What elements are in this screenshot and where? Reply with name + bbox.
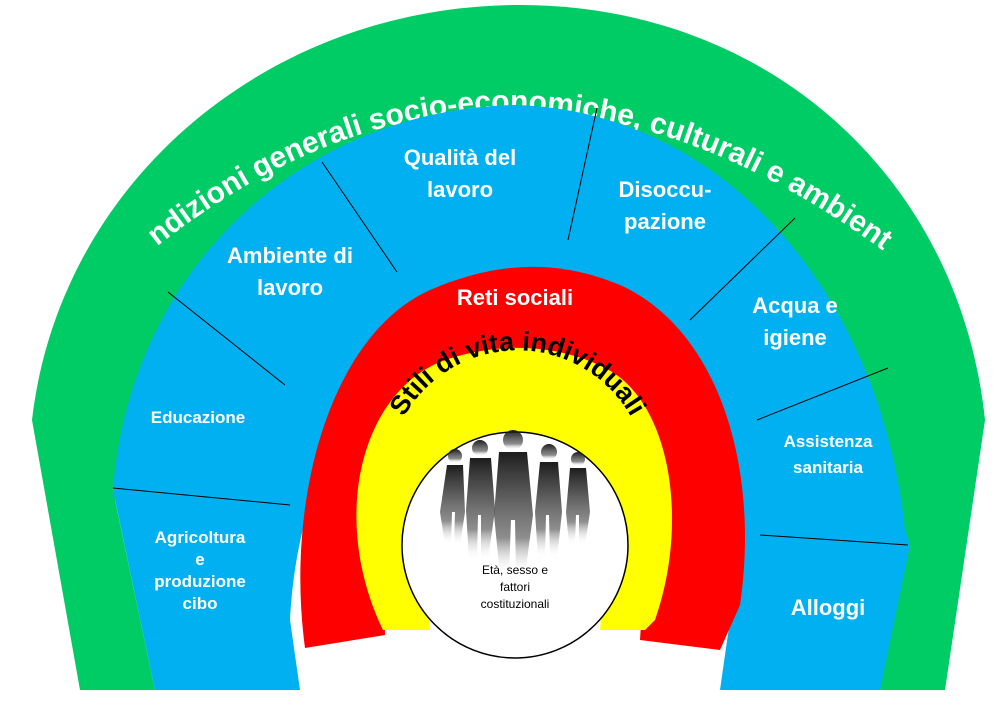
core-label-text: Età, sesso e fattori costituzionali <box>481 563 550 611</box>
segment-label-line: igiene <box>763 325 827 350</box>
segment-label-line: Ambiente di <box>227 243 353 268</box>
segment-label-agricoltura: Agricoltura e produzione cibo <box>154 528 246 613</box>
segment-dividers <box>112 107 909 546</box>
segment-label-line: sanitaria <box>793 458 863 477</box>
segment-label-line: lavoro <box>257 275 323 300</box>
segment-label-acqua: Acqua e igiene <box>752 293 838 350</box>
segment-label-line: Alloggi <box>791 595 866 620</box>
outer-ring <box>32 5 985 690</box>
segment-label-line: cibo <box>183 594 218 613</box>
segment-label-line: Educazione <box>151 408 245 427</box>
segment-label-alloggi: Alloggi <box>791 595 866 620</box>
segment-label-ambiente: Ambiente di lavoro <box>227 243 353 300</box>
core-label-line: costituzionali <box>481 597 550 611</box>
segments-ring-bg <box>113 105 910 690</box>
social-ring-label: Reti sociali <box>457 285 573 310</box>
core-label-line: fattori <box>500 580 530 594</box>
segment-label-educazione: Educazione <box>151 408 245 427</box>
segment-label-line: pazione <box>624 209 706 234</box>
segment-label-disoccupazione: Disoccu-pazione <box>619 177 712 234</box>
segment-label-line: Acqua e <box>752 293 838 318</box>
segment-label-line: e <box>195 550 204 569</box>
lifestyle-ring <box>356 347 673 630</box>
people-silhouette-icon <box>440 430 590 575</box>
segment-label-qualita: Qualità del lavoro <box>404 145 516 202</box>
core-label: Età, sesso e fattori costituzionali <box>481 563 550 611</box>
segment-label-line: Assistenza <box>784 432 873 451</box>
segment-label-line: Agricoltura <box>155 528 246 547</box>
segment-label-line: produzione <box>154 572 246 591</box>
segment-label-line: lavoro <box>427 177 493 202</box>
segment-label-line: Qualità del <box>404 145 516 170</box>
segment-label-assistenza: Assistenza sanitaria <box>784 432 873 477</box>
segments-ring <box>112 105 910 690</box>
segment-label-line: Disoccu- <box>619 177 712 202</box>
core-label-line: Età, sesso e <box>482 563 548 577</box>
social-ring <box>300 266 745 650</box>
segment-labels: Agricoltura e produzione cibo Educazione Ambi… <box>151 145 873 620</box>
